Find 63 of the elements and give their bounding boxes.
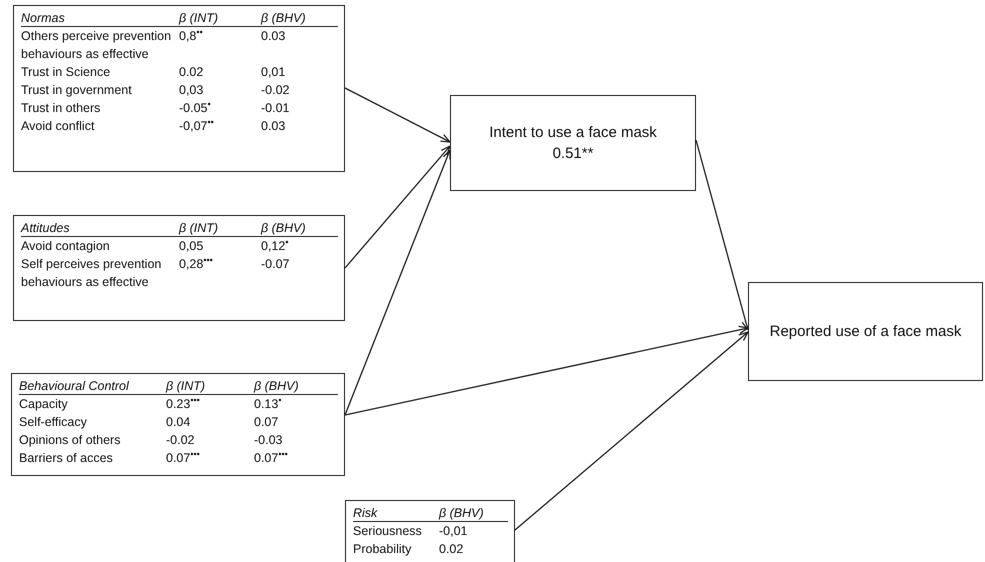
coefficient-value: -0,01 xyxy=(439,523,468,540)
row-label: Trust in Science xyxy=(21,64,112,81)
coefficient-value: 0.02 xyxy=(179,64,204,81)
row-label: Avoid conflict xyxy=(21,118,96,135)
construct-label: Intent to use a face mask xyxy=(489,123,657,143)
column-header: β (INT) xyxy=(166,378,254,395)
arrow xyxy=(344,149,451,416)
coefficient-value: 0.23$^{•••}$ xyxy=(166,395,201,413)
coefficient-value: 0.07$^{•••}$ xyxy=(166,449,201,467)
coefficient-value: -0.05$^{•}$ xyxy=(179,99,212,117)
column-header: β (BHV) xyxy=(261,220,338,237)
construct-label: Reported use of a face mask xyxy=(770,322,962,342)
row-label: Capacity xyxy=(19,396,69,413)
arrow xyxy=(344,145,451,268)
coefficient-value: 0.02 xyxy=(439,541,464,558)
column-header: β (BHV) xyxy=(439,505,508,522)
construct-box xyxy=(450,95,696,191)
factor-table xyxy=(13,5,345,172)
coefficient-value: -0.03 xyxy=(254,432,284,449)
column-header: Risk xyxy=(353,505,439,522)
construct-box xyxy=(748,282,983,381)
row-label: Trust in others xyxy=(21,100,102,117)
row-label: Others perceive prevention behaviours as effective xyxy=(21,28,172,63)
column-header: β (INT) xyxy=(179,220,261,237)
column-header: Behavioural Control xyxy=(19,378,166,395)
column-header: β (BHV) xyxy=(261,10,338,27)
coefficient-value: 0,01 xyxy=(261,64,286,81)
coefficient-value: 0.51** xyxy=(552,144,594,164)
column-header: β (INT) xyxy=(179,10,261,27)
factor-table xyxy=(13,215,345,321)
arrow xyxy=(344,87,451,143)
column-header: Attitudes xyxy=(21,220,179,237)
row-label: Seriousness xyxy=(353,523,423,540)
coefficient-value: -0,07$^{••}$ xyxy=(179,117,215,135)
factor-table xyxy=(11,373,345,476)
coefficient-value: 0.03 xyxy=(261,28,286,45)
arrow xyxy=(344,326,749,416)
coefficient-value: 0.07$^{•••}$ xyxy=(254,449,289,467)
column-header: Normas xyxy=(21,10,179,27)
coefficient-value: -0.02 xyxy=(261,82,290,99)
coefficient-value: 0.04 xyxy=(166,414,192,431)
arrow xyxy=(695,140,750,331)
row-label: Self-efficacy xyxy=(19,414,88,431)
row-label: Self perceives prevention behaviours as effective xyxy=(21,256,162,291)
factor-table xyxy=(345,500,515,562)
row-label: Trust in government xyxy=(21,82,133,99)
coefficient-value: 0.07 xyxy=(254,414,280,431)
coefficient-value: 0,03 xyxy=(179,82,204,99)
arrow xyxy=(514,331,749,530)
row-label: Avoid contagion xyxy=(21,238,111,255)
row-label: Barriers of acces xyxy=(19,450,114,467)
column-header: β (BHV) xyxy=(254,378,338,395)
coefficient-value: 0.13$^{•}$ xyxy=(254,395,282,413)
coefficient-value: 0,28$^{•••}$ xyxy=(179,255,214,273)
row-label: Probability xyxy=(353,541,412,558)
coefficient-value: -0.07 xyxy=(261,256,290,273)
coefficient-value: 0,05 xyxy=(179,238,204,255)
row-label: Opinions of others xyxy=(19,432,122,449)
coefficient-value: -0.01 xyxy=(261,100,290,117)
coefficient-value: 0,12$^{•}$ xyxy=(261,237,290,255)
coefficient-value: 0.03 xyxy=(261,118,286,135)
coefficient-value: -0.02 xyxy=(166,432,196,449)
coefficient-value: 0,8$^{••}$ xyxy=(179,27,204,45)
